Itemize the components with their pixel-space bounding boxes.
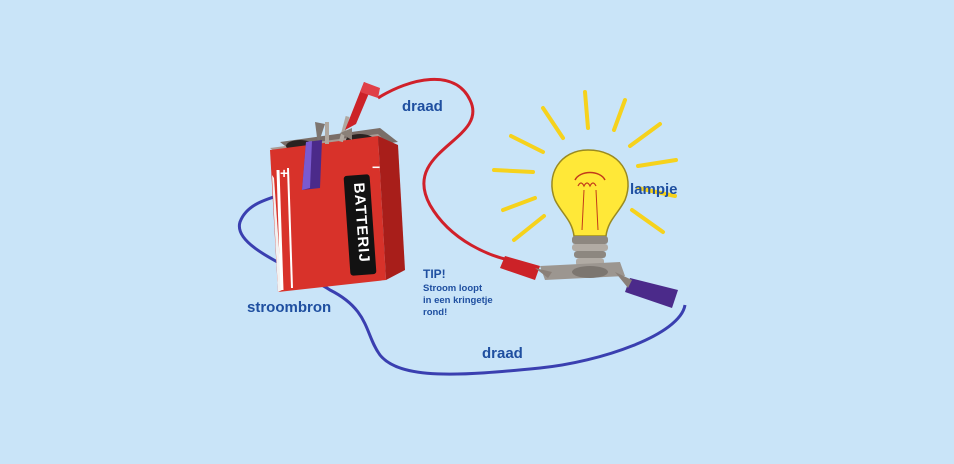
red-clip-battery <box>340 82 380 140</box>
bulb-label: lampje <box>630 181 678 198</box>
red-wire <box>377 77 521 264</box>
tip-box: TIP! Stroom loopt in een kringetje rond! <box>423 267 493 319</box>
battery-brand-text: BATTERIJ <box>350 182 373 263</box>
blue-clip-bulb <box>615 272 678 308</box>
battery-label: stroombron <box>247 299 332 316</box>
tip-line-2: in een kringetje <box>423 295 493 306</box>
red-clip-bulb <box>500 256 552 280</box>
blue-clip-battery <box>302 122 325 190</box>
tip-title: TIP! <box>423 267 446 281</box>
light-rays <box>492 90 678 242</box>
plus-sign: + <box>280 165 288 181</box>
tip-line-3: rond! <box>423 307 448 318</box>
wire-label-top: draad <box>402 98 443 115</box>
blue-wire <box>238 181 687 376</box>
bulb <box>540 149 629 280</box>
wire-label-bottom: draad <box>482 345 523 362</box>
battery: BATTERIJ + − <box>270 115 405 292</box>
tip-line-1: Stroom loopt <box>423 283 483 294</box>
minus-sign: − <box>372 159 380 175</box>
